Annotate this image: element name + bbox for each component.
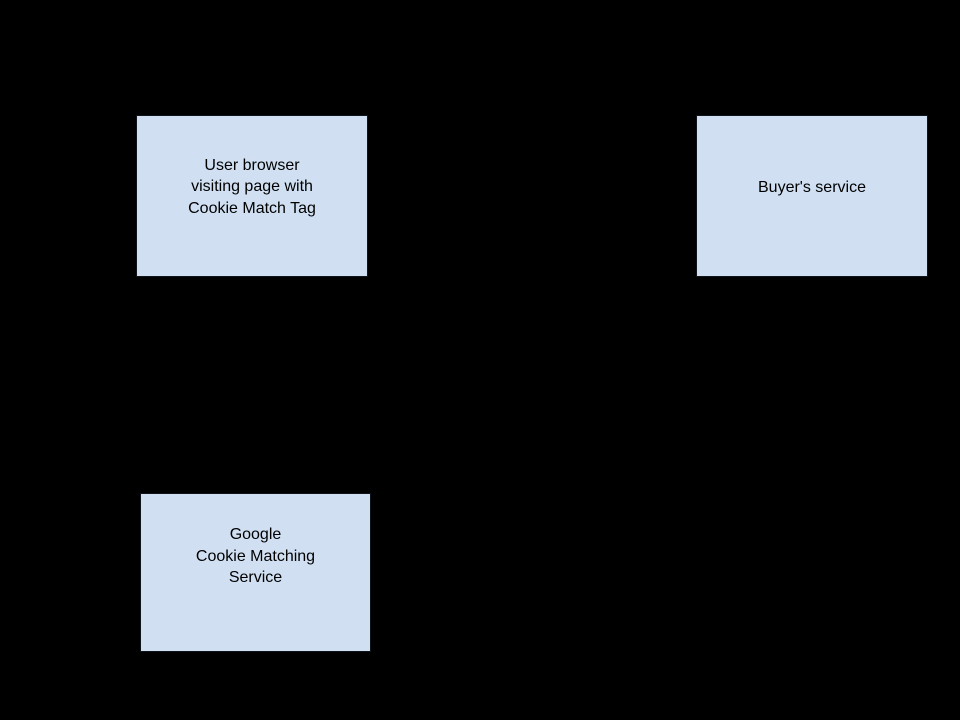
diagram-node-buyers-service[interactable]: Buyer's service	[696, 115, 928, 277]
diagram-node-buyers-service-label: Buyer's service	[758, 179, 866, 197]
diagram-node-user-browser[interactable]: User browser visiting page with Cookie M…	[136, 115, 368, 277]
diagram-node-google-cookie-matching-service-label: Google Cookie Matching Service	[195, 526, 316, 587]
diagram-node-google-cookie-matching-service[interactable]: Google Cookie Matching Service	[140, 493, 371, 652]
diagram-node-user-browser-label: User browser visiting page with Cookie M…	[188, 156, 316, 217]
